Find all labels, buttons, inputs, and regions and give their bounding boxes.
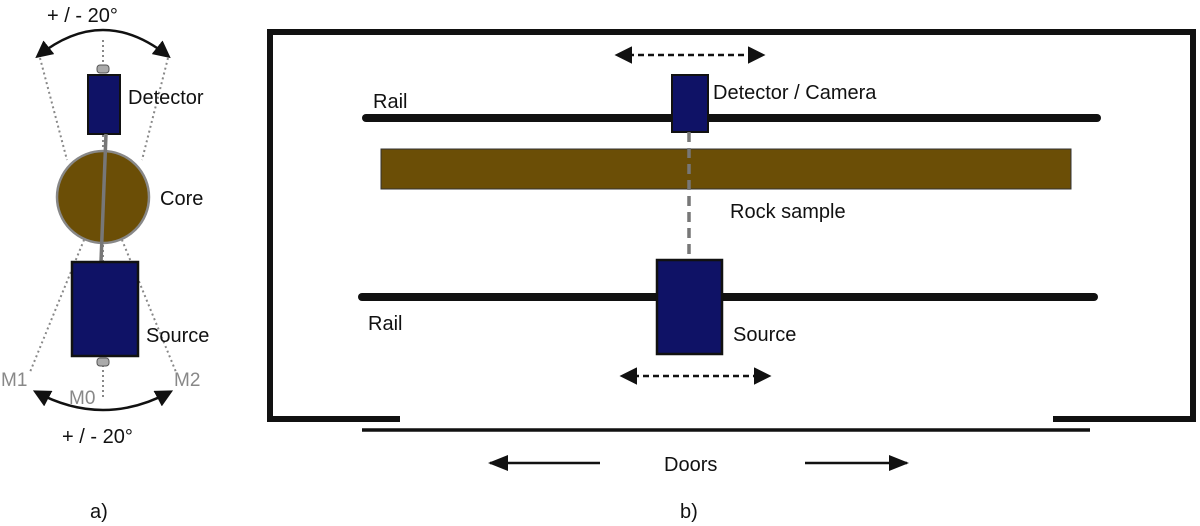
- source-block-b: [655, 258, 724, 356]
- rock-sample-label: Rock sample: [730, 201, 846, 223]
- enclosure-wall: [267, 29, 1196, 422]
- beam-a: [99, 133, 108, 263]
- panel-b: Rail Detector / Camera Rock sample Rail …: [267, 29, 1196, 523]
- m1-label: M1: [1, 370, 27, 391]
- rock-sample: [380, 148, 1072, 190]
- panel-b-caption: b): [680, 501, 698, 523]
- top-rotation-arrow: [35, 28, 171, 59]
- source-label: Source: [146, 325, 209, 347]
- core-label: Core: [160, 188, 203, 210]
- panel-a-caption: a): [90, 501, 108, 523]
- source-block: [70, 260, 140, 358]
- panel-a: + / - 20° Detector Core Source M1 M0 M2 …: [1, 5, 209, 523]
- bottom-rotation-arrow: [32, 390, 174, 412]
- source-pin-bottom: [96, 357, 110, 367]
- guide-left-top: [39, 57, 68, 161]
- detector-camera-block: [671, 74, 709, 133]
- detector-label: Detector: [128, 87, 204, 109]
- detector-pin-top: [96, 64, 110, 74]
- detector-block: [87, 74, 121, 135]
- detector-camera-label: Detector / Camera: [713, 82, 877, 104]
- guide-right-top: [141, 57, 169, 161]
- source-label-b: Source: [733, 324, 796, 346]
- doors-label: Doors: [664, 454, 717, 476]
- m2-label: M2: [174, 370, 200, 391]
- rail-top-label: Rail: [373, 91, 407, 113]
- bottom-angle-label: + / - 20°: [62, 426, 133, 448]
- rail-bottom-label: Rail: [368, 313, 402, 335]
- top-angle-label: + / - 20°: [47, 5, 118, 27]
